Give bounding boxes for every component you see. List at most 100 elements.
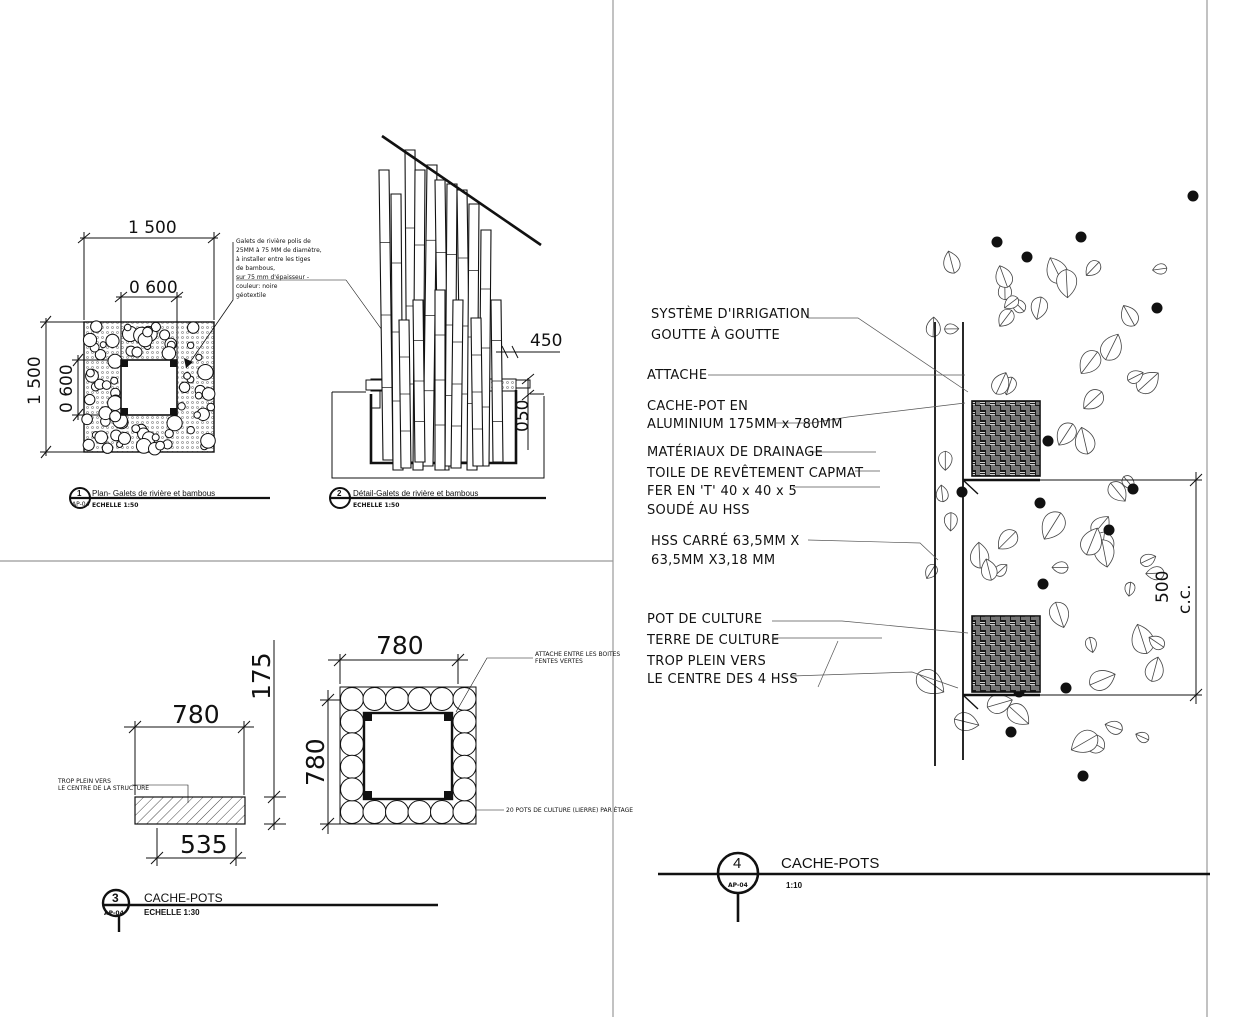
ivy-leaf [1145, 566, 1165, 581]
ivy-leaf [1152, 263, 1168, 275]
ivy-berry [1042, 435, 1054, 447]
hss-column [934, 322, 964, 766]
label-hss-2: 63,5MM X3,18 MM [651, 553, 775, 568]
label-soude: SOUDÉ AU HSS [647, 502, 750, 518]
ivy-berry [1077, 770, 1089, 782]
culture-pot [362, 687, 387, 711]
culture-pots [340, 687, 477, 824]
ivy-leaf [925, 564, 938, 579]
pebble [195, 353, 203, 361]
pebble [84, 393, 96, 406]
pebble [81, 413, 93, 426]
ivy-leaf [1079, 350, 1102, 374]
elevation-3-dimension-lines [124, 640, 468, 866]
detail-3-cache-pots: 780 780 175 780 535 TROP PLEIN VERS LE C… [57, 631, 633, 932]
spacing-label: 500 [1153, 571, 1173, 603]
ivy-berry [1187, 190, 1199, 202]
cc-label: c.c. [1175, 584, 1195, 614]
culture-pot [362, 800, 387, 824]
plan-width-label: 780 [376, 631, 424, 660]
pebble [82, 438, 95, 451]
detail-2-number: 2 [337, 489, 342, 498]
pebble [186, 426, 195, 435]
bamboo-stems [378, 149, 504, 471]
plan-height-label: 780 [301, 738, 330, 786]
culture-pot [340, 687, 364, 711]
label-cache-pot-2: ALUMINIUM 175MM x 780MM [647, 417, 843, 432]
culture-pot [340, 754, 364, 779]
pebble [94, 430, 108, 445]
ivy-leaf [1083, 389, 1104, 410]
culture-pot [452, 709, 477, 734]
ivy-leaf [998, 529, 1019, 550]
culture-pot [430, 800, 454, 824]
pebble [86, 368, 95, 378]
pebble [131, 424, 141, 434]
ivy-berries [956, 190, 1199, 782]
note-line: couleur: noire [236, 283, 278, 290]
ivy-leaf [1056, 269, 1078, 299]
culture-pot [385, 800, 409, 824]
sheet-dividers [0, 0, 1208, 1017]
elevation-note: TROP PLEIN VERS LE CENTRE DE LA STRUCTUR… [57, 778, 189, 803]
pebble [159, 329, 171, 341]
pebble [177, 402, 186, 411]
culture-pot [430, 687, 454, 711]
ivy-leaf [1085, 260, 1102, 276]
culture-pot [340, 732, 364, 757]
detail-3-sheet: AP-04 [104, 910, 124, 917]
ivy-leaf [1051, 561, 1069, 574]
plan-1-central-opening [120, 359, 178, 416]
culture-pot [407, 800, 432, 824]
label-irrigation-2: GOUTTE À GOUTTE [651, 327, 780, 343]
ivy-leaf [995, 265, 1014, 288]
ivy-leaf [1085, 636, 1097, 653]
pebble [187, 321, 200, 334]
ivy-leaf [991, 372, 1010, 395]
culture-pot [340, 777, 364, 802]
pebble [101, 442, 114, 454]
pebble [164, 429, 174, 439]
ivy-berry [1075, 231, 1087, 243]
ivy-leaf [1140, 553, 1157, 567]
pebble [161, 346, 177, 361]
note-line: FENTES VERTES [535, 658, 583, 665]
pebble [118, 431, 131, 445]
pebble [109, 410, 122, 423]
ivy-leaf [1127, 370, 1144, 384]
pebble [101, 380, 112, 390]
ivy-leaf [1006, 703, 1030, 725]
ivy-leaf [943, 512, 958, 532]
ivy-leaf [1104, 720, 1123, 735]
culture-pot [452, 732, 477, 757]
detail-1-sheet: AP-04 [72, 501, 90, 508]
label-capmat: TOILE DE REVÊTEMENT CAPMAT [646, 465, 863, 481]
label-fer-t: FER EN 'T' 40 x 40 x 5 [647, 484, 797, 499]
culture-pot [340, 800, 364, 824]
pebble [110, 376, 119, 385]
label-drainage: MATÉRIAUX DE DRAINAGE [647, 444, 823, 460]
leader-lines [708, 317, 969, 689]
ivy-leaf [1144, 656, 1164, 682]
note-line: 25MM à 75 MM de diamètre, [236, 247, 322, 254]
label-pot-culture: POT DE CULTURE [647, 612, 762, 627]
section-2-width-label: 450 [530, 331, 562, 351]
ivy-leaf [1121, 305, 1139, 327]
note-line: de bambous, [236, 265, 275, 272]
plan-1-corner-posts [121, 360, 177, 415]
ivy-leaf [938, 450, 953, 471]
note-line: TROP PLEIN VERS [57, 778, 111, 785]
spacing-dimension [1020, 472, 1203, 704]
ivy-leaf [1074, 426, 1096, 455]
pebble [200, 433, 216, 449]
pebble [151, 433, 160, 442]
culture-pot [452, 777, 477, 802]
detail-4-cache-pots: SYSTÈME D'IRRIGATION GOUTTE À GOUTTE ATT… [646, 190, 1210, 922]
note-line: géotextile [236, 292, 266, 299]
detail-1-plan: 1 500 0 600 1 500 0 600 Galets de rivièr… [25, 218, 419, 509]
ivy-leaf [943, 250, 961, 274]
detail-2-section: 450 050 2 Détail-Galets de rivière et ba… [329, 134, 562, 509]
pebble [194, 391, 203, 400]
ivy-leaf [1107, 481, 1127, 502]
